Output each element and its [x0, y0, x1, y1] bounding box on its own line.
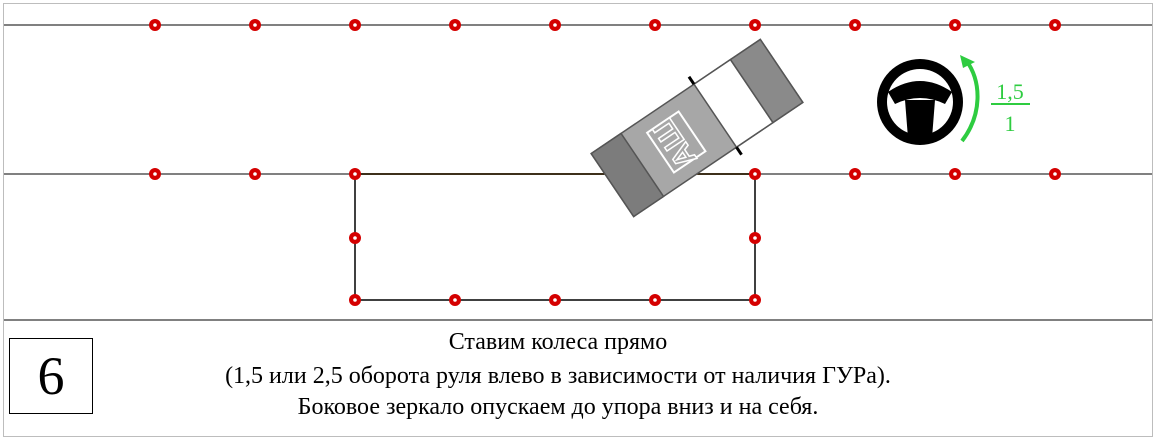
- cone-marker-center: [953, 23, 957, 27]
- step-number-box: 6: [9, 338, 93, 414]
- cone-marker-center: [553, 23, 557, 27]
- cone-marker-center: [753, 236, 757, 240]
- cone-marker-center: [653, 298, 657, 302]
- cone-marker-center: [853, 23, 857, 27]
- cone-marker-center: [353, 236, 357, 240]
- turn-numerator: 1,5: [996, 79, 1024, 104]
- caption-line-3: Боковое зеркало опускаем до упора вниз и…: [297, 394, 819, 420]
- cone-marker-center: [453, 298, 457, 302]
- cone-marker-center: [753, 298, 757, 302]
- cone-marker-center: [353, 298, 357, 302]
- cone-marker-center: [153, 172, 157, 176]
- cone-marker-center: [1053, 172, 1057, 176]
- cone-marker-center: [853, 172, 857, 176]
- cone-marker-center: [753, 23, 757, 27]
- cone-marker-center: [353, 172, 357, 176]
- car-mirror-right: [735, 146, 743, 156]
- cone-marker-center: [953, 172, 957, 176]
- caption-line-1: Ставим колеса прямо: [448, 329, 668, 355]
- cone-marker-center: [453, 23, 457, 27]
- car-mirror-left: [687, 75, 696, 86]
- cone-marker-center: [1053, 23, 1057, 27]
- cone-marker-center: [653, 23, 657, 27]
- car-rear: [590, 132, 665, 218]
- turn-denominator: 1: [1005, 111, 1016, 136]
- car: АШ: [590, 38, 804, 218]
- car-plate: [645, 110, 707, 174]
- rotation-arrow-icon: [960, 55, 980, 143]
- steering-wheel-icon: [877, 59, 963, 145]
- cone-marker-center: [753, 172, 757, 176]
- cone-marker-center: [253, 172, 257, 176]
- cone-marker-center: [553, 298, 557, 302]
- cone-marker-center: [153, 23, 157, 27]
- step-number: 6: [37, 346, 65, 406]
- car-front: [729, 38, 804, 124]
- caption-line-2: (1,5 или 2,5 оборота руля влево в зависи…: [225, 363, 891, 389]
- parking-box: [354, 173, 756, 301]
- cone-marker-center: [253, 23, 257, 27]
- cone-marker-center: [353, 23, 357, 27]
- outer-frame: [3, 3, 1153, 437]
- cone-markers: [149, 19, 1061, 306]
